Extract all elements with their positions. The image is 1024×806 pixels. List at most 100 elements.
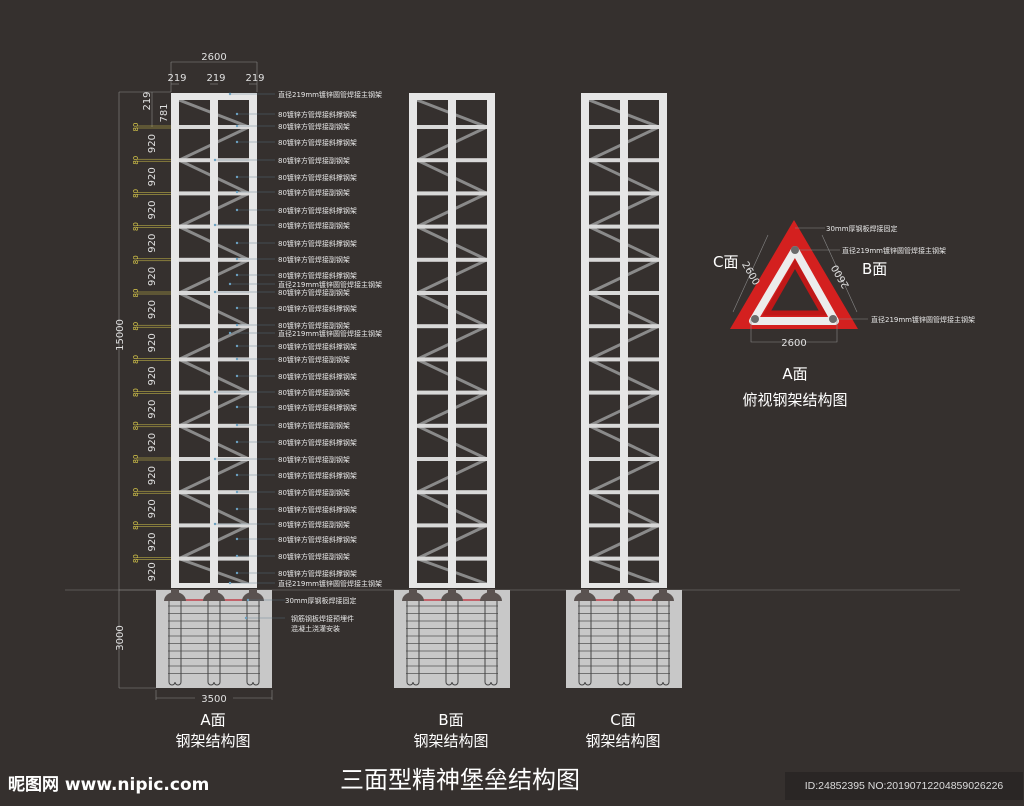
- anchor-cap: [164, 592, 186, 601]
- main-post: [620, 93, 628, 588]
- callout-dot: [235, 323, 239, 327]
- callout-label-brace: 80镀锌方管焊接斜撑钢架: [278, 505, 357, 514]
- top-dim-left: 2600: [739, 260, 761, 288]
- callout-label-brace: 80镀锌方管焊接斜撑钢架: [278, 403, 357, 412]
- callout-label-main: 直径219mm镀锌圆管焊接主钢架: [278, 280, 382, 289]
- callout-dot: [244, 616, 248, 620]
- callout-dot: [213, 290, 217, 294]
- page-title: 三面型精神堡垒结构图: [340, 766, 580, 794]
- anchor-cap: [402, 592, 424, 601]
- callout-dot: [235, 571, 239, 575]
- foundation: [156, 589, 272, 688]
- anchor-neck: [448, 589, 456, 594]
- callout-label-embed_2: 混凝土浇灌安装: [291, 624, 340, 633]
- dim-bar: 80: [132, 123, 140, 132]
- anchor-neck: [581, 589, 589, 594]
- dim-bar: 80: [132, 554, 140, 563]
- top-dim-right: 2600: [830, 262, 852, 290]
- dim-post-width: 219: [206, 73, 225, 84]
- tower-caption: 钢架结构图: [413, 732, 488, 750]
- dim-bar: 80: [132, 421, 140, 430]
- callout-dot: [235, 423, 239, 427]
- callout-dot: [235, 344, 239, 348]
- callout-dot: [228, 282, 232, 286]
- callout-label-brace: 80镀锌方管焊接斜撑钢架: [278, 569, 357, 578]
- callout-label-sub: 80镀锌方管焊接副钢架: [278, 421, 350, 430]
- callout-label-sub: 80镀锌方管焊接副钢架: [278, 355, 350, 364]
- rebar-hook: [168, 681, 182, 686]
- dim-gap: 920: [147, 267, 158, 286]
- main-post: [409, 93, 417, 588]
- callout-label-brace: 80镀锌方管焊接斜撑钢架: [278, 239, 357, 248]
- anchor-neck: [409, 589, 417, 594]
- callout-dot: [235, 306, 239, 310]
- callout-dot: [235, 175, 239, 179]
- rebar-hook: [207, 681, 221, 686]
- callout-dot: [235, 440, 239, 444]
- top-main-label-2: 直径219mm镀锌圆管焊接主钢架: [871, 315, 975, 324]
- main-post: [448, 93, 456, 588]
- callout-label-brace: 80镀锌方管焊接斜撑钢架: [278, 110, 357, 119]
- tower-a: [156, 93, 272, 688]
- callout-label-main: 直径219mm镀锌圆管焊接主钢架: [278, 329, 382, 338]
- tower-c: [566, 93, 682, 688]
- dim-bar: 80: [132, 355, 140, 364]
- rebar-hook: [578, 681, 592, 686]
- dim-height-total: 15000: [115, 319, 126, 351]
- callout-label-sub: 80镀锌方管焊接副钢架: [278, 321, 350, 330]
- rebar-hook: [445, 681, 459, 686]
- main-post: [487, 93, 495, 588]
- callout-dot: [213, 390, 217, 394]
- face-b-label: B面: [862, 260, 887, 278]
- dim-width-total: 2600: [201, 52, 226, 63]
- callout-label-brace: 80镀锌方管焊接斜撑钢架: [278, 173, 357, 182]
- rebar-hook: [656, 681, 670, 686]
- callout-dot: [228, 331, 232, 335]
- post-node: [751, 315, 759, 323]
- callout-dot: [235, 357, 239, 361]
- anchor-cap: [242, 592, 264, 601]
- callout-label-sub: 80镀锌方管焊接副钢架: [278, 221, 350, 230]
- triangle-frame: [749, 246, 839, 325]
- rebar-hook: [246, 681, 260, 686]
- dim-gap: 920: [147, 499, 158, 518]
- callout-dot: [235, 537, 239, 541]
- callout-label-sub: 80镀锌方管焊接副钢架: [278, 122, 350, 131]
- tower-face-label: A面: [200, 711, 225, 729]
- callout-dot: [228, 581, 232, 585]
- tower-b: [394, 93, 510, 688]
- callout-dot: [235, 374, 239, 378]
- anchor-cap: [203, 592, 225, 601]
- callout-dot: [235, 257, 239, 261]
- dim-gap: 920: [147, 366, 158, 385]
- triangle-inner: [762, 258, 828, 316]
- tower-caption: 钢架结构图: [585, 732, 660, 750]
- dim-line: [750, 319, 838, 343]
- callout-dot: [235, 241, 239, 245]
- callout-label-sub: 80镀锌方管焊接副钢架: [278, 188, 350, 197]
- dim-gap: 920: [147, 300, 158, 319]
- anchor-neck: [249, 589, 257, 594]
- callout-dot: [235, 273, 239, 277]
- dim-first-gap: 781: [159, 103, 170, 122]
- dim-post-width: 219: [245, 73, 264, 84]
- callout-label-main: 直径219mm镀锌圆管焊接主钢架: [278, 90, 382, 99]
- dim-bar: 80: [132, 189, 140, 198]
- callout-label-sub: 80镀锌方管焊接副钢架: [278, 488, 350, 497]
- dim-bar: 80: [132, 255, 140, 264]
- dim-gap: 920: [147, 433, 158, 452]
- callout-dot: [235, 124, 239, 128]
- callout-dot: [246, 598, 250, 602]
- main-post: [249, 93, 257, 588]
- callout-label-embed_1: 钢筋钢板焊接预埋件: [291, 614, 354, 623]
- callout-dot: [235, 190, 239, 194]
- callout-label-brace: 80镀锌方管焊接斜撑钢架: [278, 271, 357, 280]
- rebar-hook: [406, 681, 420, 686]
- callout-label-main: 直径219mm镀锌圆管焊接主钢架: [278, 579, 382, 588]
- top-view-caption: 俯视钢架结构图: [742, 391, 847, 409]
- tower-face-label: C面: [610, 711, 635, 729]
- callout-dot: [213, 457, 217, 461]
- dim-gap: 920: [147, 532, 158, 551]
- callout-label-brace: 80镀锌方管焊接斜撑钢架: [278, 138, 357, 147]
